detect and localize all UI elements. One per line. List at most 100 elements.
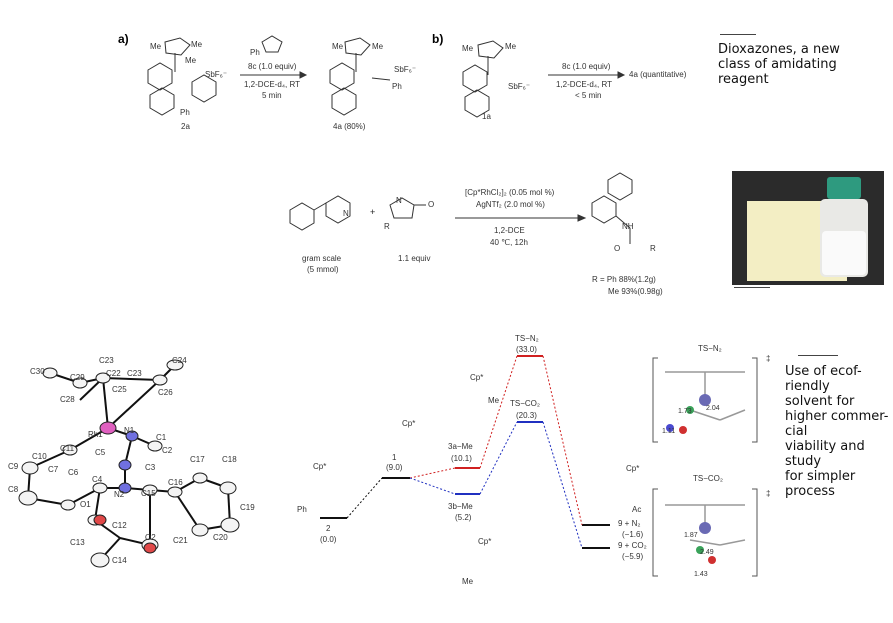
note-line: for simpler xyxy=(785,469,856,484)
crystal-label: C29 xyxy=(70,373,85,382)
product-o: O xyxy=(614,244,621,253)
note-divider-top xyxy=(720,34,756,35)
panel-b-counterion: SbF₆⁻ xyxy=(508,82,531,91)
photo-divider xyxy=(734,287,770,288)
gram-scale-amount: (5 mmol) xyxy=(307,265,339,274)
panel-b-product: 4a (quantitative) xyxy=(629,70,687,79)
panel-a-start-label: 2a xyxy=(181,122,190,131)
panel-a-reagent: 8c (1.0 equiv) xyxy=(248,62,297,71)
crystal-label: C5 xyxy=(95,448,106,457)
crystal-label: C22 xyxy=(106,369,121,378)
state-3a-name: 3a−Me xyxy=(448,442,473,451)
state-2-energy: (0.0) xyxy=(320,535,337,544)
crystal-label: C7 xyxy=(48,465,59,474)
gram-scale-label: gram scale xyxy=(302,254,342,263)
bond-length: 2.04 xyxy=(706,405,720,412)
crystal-label: C23 xyxy=(127,369,142,378)
crystal-label: C8 xyxy=(8,485,19,494)
crystal-label: C3 xyxy=(145,463,156,472)
panel-a-ph-reagent: Ph xyxy=(250,48,260,57)
panel-a-me-5: Me xyxy=(372,42,384,51)
panel-a-ph-1: Ph xyxy=(180,108,190,117)
gram-additive: AgNTf₂ (2.0 mol %) xyxy=(476,200,545,209)
state-9-n2-energy: (−1.6) xyxy=(622,530,644,539)
crystal-label: N1 xyxy=(124,426,135,435)
state-1-energy: (9.0) xyxy=(386,463,403,472)
note-line: Dioxazones, a new xyxy=(718,42,840,57)
note-divider-right xyxy=(798,355,838,356)
gram-results-1: R = Ph 88%(1.2g) xyxy=(592,275,656,284)
crystal-label: C20 xyxy=(213,533,228,542)
crystal-label: C6 xyxy=(68,468,79,477)
panel-a-counterion-2: SbF₆⁻ xyxy=(394,65,417,74)
bond-length: 1.87 xyxy=(684,532,698,539)
note-line: riendly xyxy=(785,379,830,394)
state-1-name: 1 xyxy=(392,453,397,462)
state-ts-n2-name: TS−N₂ xyxy=(515,334,539,343)
panel-b-me-1: Me xyxy=(462,44,474,53)
panel-b-conditions: 1,2-DCE-d₄, RT xyxy=(556,80,613,89)
state-3a-me: Me xyxy=(488,396,500,405)
crystal-label: C21 xyxy=(173,536,188,545)
crystal-label: C11 xyxy=(60,444,75,453)
state-9-ac: Ac xyxy=(632,505,642,514)
note-line: viability and xyxy=(785,439,865,454)
bottle-powder xyxy=(822,231,866,275)
state-ts-co2-name: TS−CO₂ xyxy=(510,399,540,408)
panel-a-ph-2: Ph xyxy=(392,82,402,91)
crystal-label: C30 xyxy=(30,367,45,376)
plus-sign: + xyxy=(370,207,376,217)
crystal-label: O2 xyxy=(145,533,156,542)
panel-a-product-label: 4a (80%) xyxy=(333,122,366,131)
state-3b-energy: (5.2) xyxy=(455,513,472,522)
note-line: higher commer- xyxy=(785,409,889,424)
panel-a-conditions: 1,2-DCE-d₄, RT xyxy=(244,80,301,89)
reagent-o: O xyxy=(428,200,435,209)
crystal-label: C15 xyxy=(141,489,156,498)
state-3a-cp: Cp* xyxy=(470,373,484,382)
panel-a-label: a) xyxy=(118,32,129,46)
state-ts-n2-energy: (33.0) xyxy=(516,345,537,354)
crystal-label: C12 xyxy=(112,521,127,530)
state-3b-me: Me xyxy=(462,577,474,586)
panel-b-label: b) xyxy=(432,32,444,46)
crystal-label: Rh1 xyxy=(88,430,103,439)
state-9-cp: Cp* xyxy=(626,464,640,473)
panel-a-counterion-1: SbF₆⁻ xyxy=(205,70,228,79)
bond-length: 1.11 xyxy=(662,428,676,435)
note-line: cial xyxy=(785,424,808,439)
crystal-label: C9 xyxy=(8,462,19,471)
gram-equiv: 1.1 equiv xyxy=(398,254,431,263)
panel-b-time: < 5 min xyxy=(575,91,602,100)
note-line: process xyxy=(785,484,835,499)
state-9-n2-name: 9 + N₂ xyxy=(618,519,641,528)
inset-ts-co2-title: TS−CO₂ xyxy=(693,474,723,483)
state-ts-co2-energy: (20.3) xyxy=(516,411,537,420)
panel-b-me-2: Me xyxy=(505,42,517,51)
product-nh: NH xyxy=(622,222,634,231)
crystal-label: C19 xyxy=(240,503,255,512)
panel-b-reagent: 8c (1.0 equiv) xyxy=(562,62,611,71)
bond-length: 2.49 xyxy=(700,549,714,556)
note-line: solvent for xyxy=(785,394,855,409)
crystal-label: C14 xyxy=(112,556,127,565)
panel-b-start-label: 1a xyxy=(482,112,491,121)
crystal-label: C13 xyxy=(70,538,85,547)
crystal-label: C26 xyxy=(158,388,173,397)
crystal-label: C1 xyxy=(156,433,167,442)
reactant-n-1: N xyxy=(343,209,349,218)
crystal-label: C18 xyxy=(222,455,237,464)
panel-a-me-3: Me xyxy=(185,56,197,65)
product-r: R xyxy=(650,244,656,253)
note-line: study xyxy=(785,454,822,469)
ts-dagger: ‡ xyxy=(766,489,771,498)
state-3b-name: 3b−Me xyxy=(448,502,473,511)
crystal-label: C17 xyxy=(190,455,205,464)
crystal-label: C25 xyxy=(112,385,127,394)
gram-catalyst: [Cp*RhCl₂]₂ (0.05 mol %) xyxy=(465,188,555,197)
bond-length: 1.73 xyxy=(678,408,692,415)
state-3a-energy: (10.1) xyxy=(451,454,472,463)
